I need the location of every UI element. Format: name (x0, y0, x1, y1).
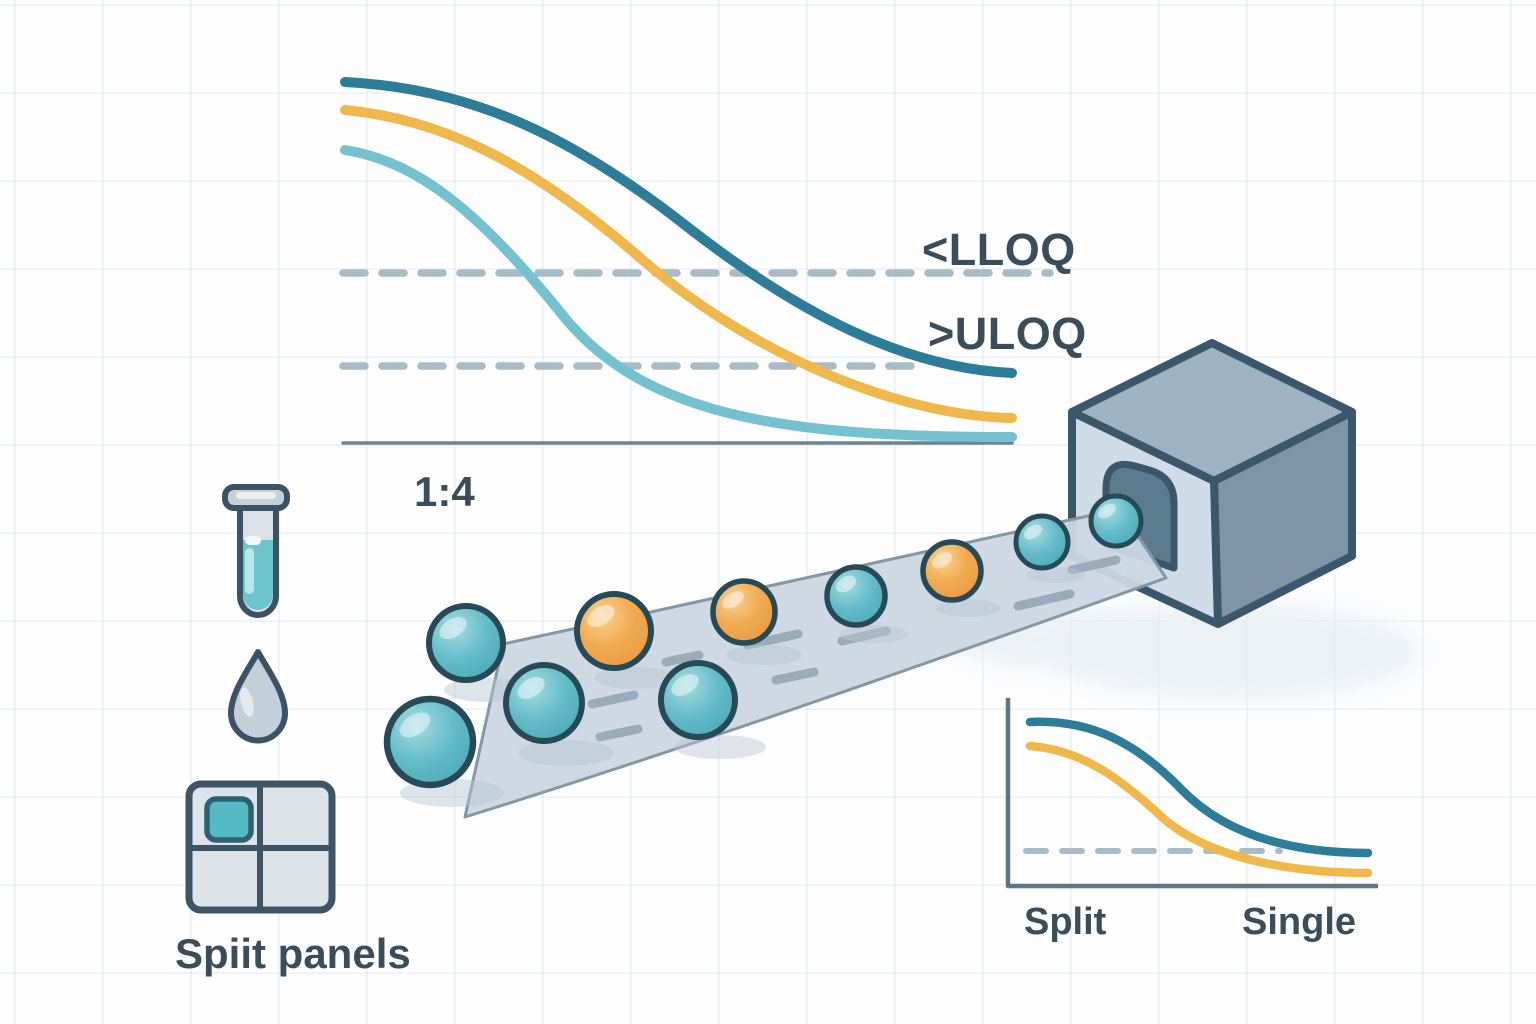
sample-bead (426, 603, 506, 683)
sample-bead (503, 662, 585, 744)
uloq-label: >ULOQ (928, 308, 1087, 359)
lloq-label: <LLOQ (922, 224, 1076, 275)
sample-bead (824, 564, 888, 628)
sample-bead (1088, 493, 1144, 549)
sample-bead (574, 591, 654, 671)
bead-orange-group (574, 539, 984, 671)
bead-teal-group (383, 493, 1144, 789)
split-panel-grid-icon (185, 780, 336, 914)
mini-chart-split-label: Split (1024, 901, 1107, 943)
droplet-icon (228, 649, 288, 744)
curve-yellow (340, 105, 1017, 423)
sample-bead (920, 539, 984, 603)
dilution-ratio-label: 1:4 (414, 468, 475, 515)
sample-beads (383, 493, 1144, 807)
mini-curve-teal (1025, 717, 1373, 858)
curve-dark-teal (340, 77, 1017, 378)
main-dilution-chart (339, 77, 1054, 445)
cube-shadow (950, 604, 1420, 700)
mini-chart-single-label: Single (1242, 901, 1357, 943)
curve-light-blue (340, 145, 1017, 442)
sample-bead (1013, 513, 1071, 571)
sample-bead (710, 578, 778, 646)
split-panels-label: Spiit panels (175, 930, 411, 977)
bead-highlights (399, 503, 1117, 738)
mini-chart-axes (1005, 698, 1378, 889)
sample-bead (383, 695, 477, 789)
test-tube-icon (222, 484, 290, 618)
sample-bead (658, 660, 738, 740)
mini-chart (1005, 698, 1378, 889)
mini-curve-yellow (1025, 741, 1373, 878)
